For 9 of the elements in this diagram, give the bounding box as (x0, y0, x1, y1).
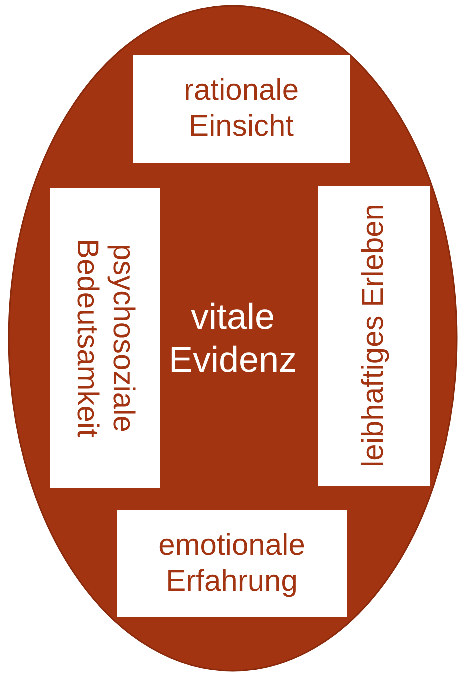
card-label: rationale Einsicht (182, 73, 300, 145)
text-card (117, 510, 347, 617)
text-card (133, 55, 350, 163)
center-label: vitale Evidenz (168, 295, 298, 382)
card-label: psychosoziale Bedeutsamkeit (70, 238, 141, 440)
card-label: emotionale Erfahrung (158, 528, 306, 600)
text-card (318, 186, 430, 486)
text-card (50, 188, 160, 488)
card-label: leibhaftiges Erleben (356, 204, 391, 468)
